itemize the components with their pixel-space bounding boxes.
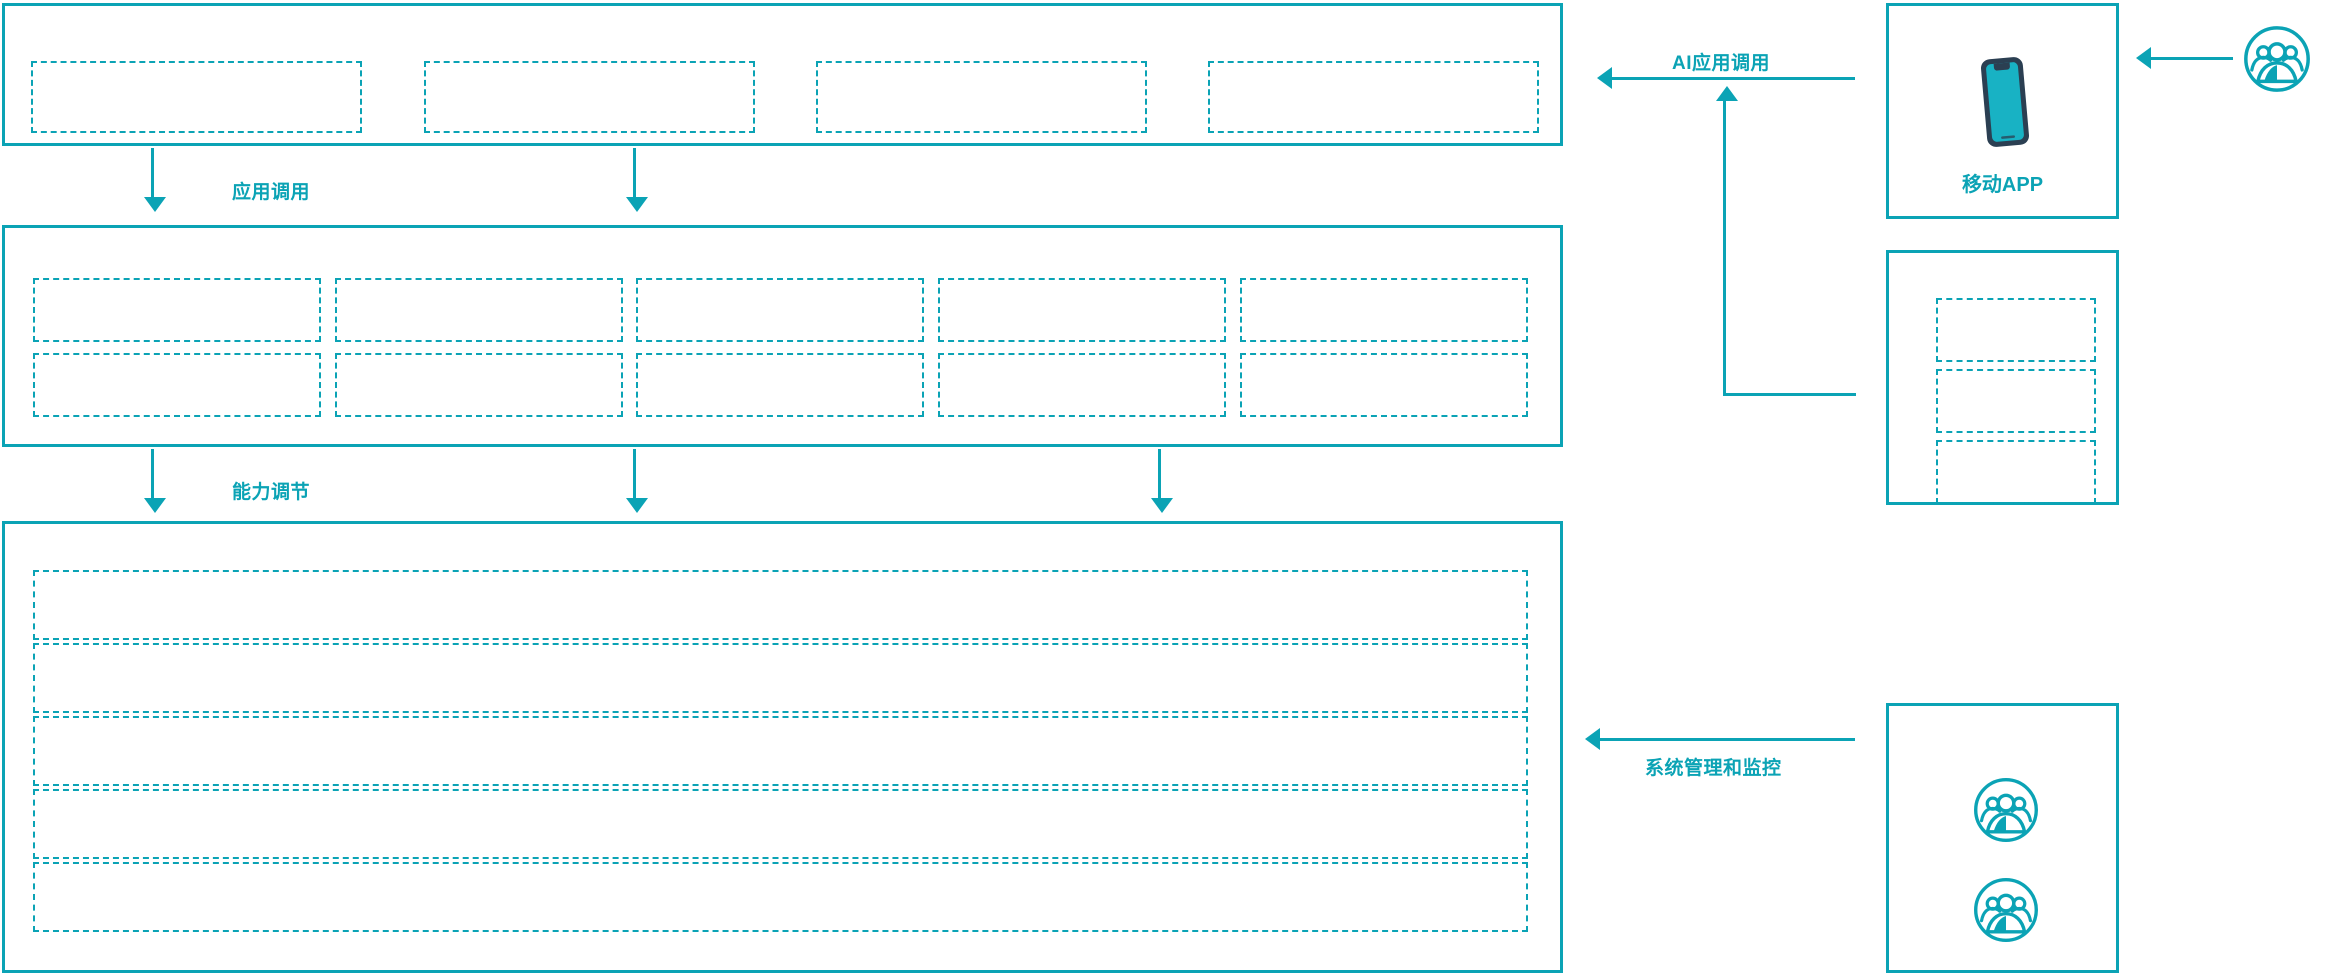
capability-cell-r1c3[interactable] — [636, 278, 924, 342]
application-cell-1[interactable] — [31, 61, 362, 133]
ai-app-call-arrow-line — [1612, 77, 1855, 80]
capability-tune-arrow-1-line — [151, 449, 154, 498]
capability-tune-arrow-1-head — [144, 498, 166, 513]
application-cell-3[interactable] — [816, 61, 1147, 133]
mobile-phone-icon — [1965, 52, 2045, 152]
capability-cell-r1c4[interactable] — [938, 278, 1226, 342]
ai-app-call-arrow-head — [1597, 67, 1612, 89]
system-manage-arrow-head — [1585, 728, 1600, 750]
capability-layer-panel — [2, 225, 1563, 447]
module-riser-horizontal-line — [1723, 393, 1856, 396]
module-card-cell-3[interactable] — [1936, 440, 2096, 504]
capability-tune-label: 能力调节 — [232, 482, 311, 503]
capability-cell-r2c4[interactable] — [938, 353, 1226, 417]
application-cell-2[interactable] — [424, 61, 755, 133]
capability-tune-arrow-3-head — [1151, 498, 1173, 513]
capability-cell-r1c1[interactable] — [33, 278, 321, 342]
capability-cell-r1c2[interactable] — [335, 278, 623, 342]
platform-layer-panel — [2, 521, 1563, 973]
end-user-group-icon[interactable] — [2242, 24, 2312, 94]
application-layer-panel — [2, 3, 1563, 146]
user-group-icon-2[interactable] — [1972, 876, 2040, 944]
application-cell-4[interactable] — [1208, 61, 1539, 133]
users-card — [1886, 703, 2119, 973]
module-card — [1886, 250, 2119, 505]
module-riser-arrow-head — [1716, 86, 1738, 101]
module-riser-vertical-line — [1723, 100, 1726, 396]
platform-row-1[interactable] — [33, 570, 1528, 640]
module-card-cell-1[interactable] — [1936, 298, 2096, 362]
platform-row-2[interactable] — [33, 643, 1528, 713]
capability-cell-r1c5[interactable] — [1240, 278, 1528, 342]
capability-cell-r2c3[interactable] — [636, 353, 924, 417]
app-call-arrow-1-line — [151, 148, 154, 197]
capability-cell-r2c1[interactable] — [33, 353, 321, 417]
capability-tune-arrow-2-line — [633, 449, 636, 498]
system-manage-label: 系统管理和监控 — [1645, 758, 1782, 779]
mobile-app-label: 移动APP — [1961, 174, 2044, 196]
capability-cell-r2c2[interactable] — [335, 353, 623, 417]
end-user-to-mobile-arrow-line — [2151, 57, 2233, 60]
user-group-icon-1[interactable] — [1972, 776, 2040, 844]
app-call-arrow-2-head — [626, 197, 648, 212]
platform-row-5[interactable] — [33, 862, 1528, 932]
platform-row-4[interactable] — [33, 789, 1528, 859]
capability-tune-arrow-3-line — [1158, 449, 1161, 498]
capability-tune-arrow-2-head — [626, 498, 648, 513]
system-manage-arrow-line — [1600, 738, 1855, 741]
end-user-to-mobile-arrow-head — [2136, 47, 2151, 69]
module-card-cell-2[interactable] — [1936, 369, 2096, 433]
mobile-app-card[interactable]: 移动APP — [1886, 3, 2119, 219]
ai-app-call-label: AI应用调用 — [1672, 53, 1771, 74]
capability-cell-r2c5[interactable] — [1240, 353, 1528, 417]
app-call-arrow-1-head — [144, 197, 166, 212]
platform-row-3[interactable] — [33, 716, 1528, 786]
app-call-arrow-2-line — [633, 148, 636, 197]
app-call-label: 应用调用 — [232, 182, 311, 203]
